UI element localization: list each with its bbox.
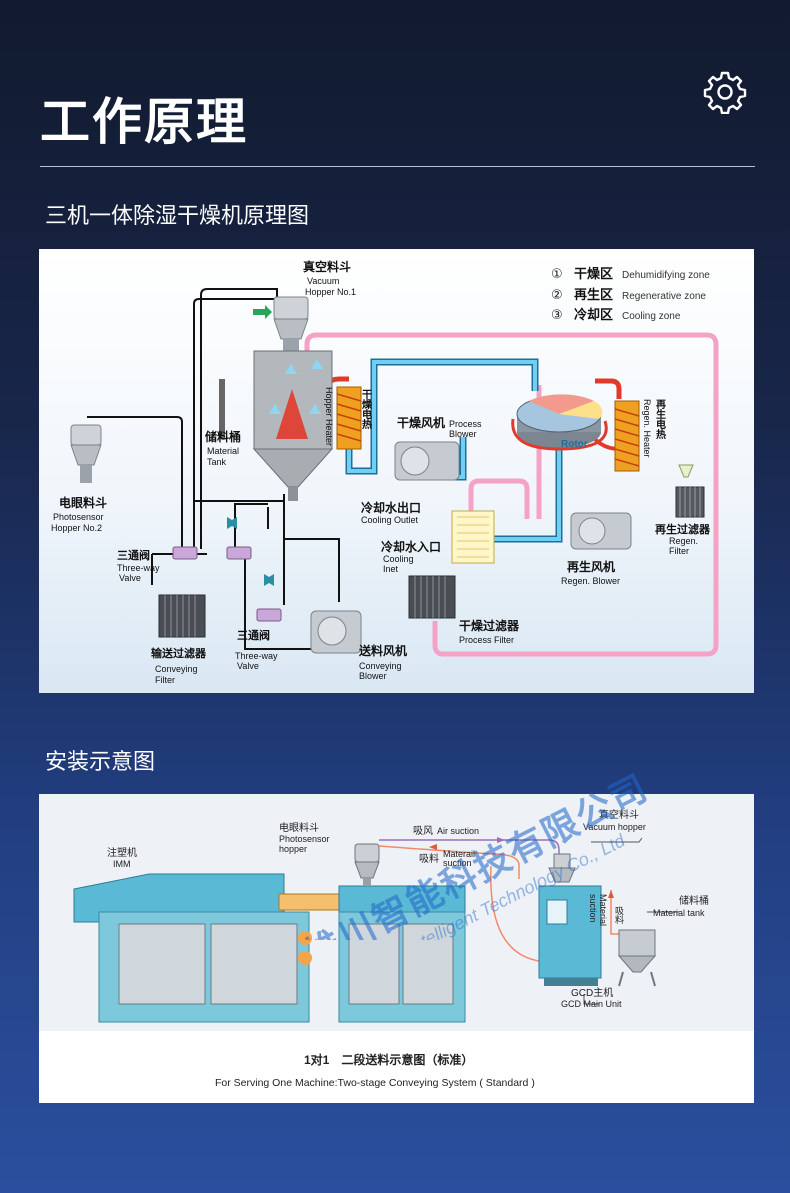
legend-en-3: Cooling zone: [622, 311, 681, 322]
imm-zh: 注塑机: [107, 846, 137, 859]
imm-machine: [73, 873, 466, 1023]
regen-blower: [570, 512, 632, 550]
three-way-valves: [172, 546, 282, 622]
process-filter: [408, 575, 456, 619]
section-title-principle: 三机一体除湿干燥机原理图: [45, 204, 310, 229]
divider: [40, 166, 755, 167]
vacuum-hopper2-zh: 真空料斗: [599, 808, 639, 821]
material-tank2-zh: 储料桶: [679, 894, 709, 907]
hopper-heater-zh: 干燥电热: [360, 389, 372, 430]
vacuum-hopper2-en: Vacuum hopper: [583, 822, 646, 832]
process-blower-en1: Process: [449, 419, 482, 429]
three-way-valve-1-zh: 三通阀: [117, 548, 150, 562]
conveying-filter-en1: Conveying: [155, 664, 198, 674]
cooling-outlet-zh: 冷却水出口: [361, 500, 421, 515]
material-suction-zh: 吸料: [419, 852, 439, 865]
main-unit-zh: GCD主机: [571, 986, 613, 999]
photosensor-hopper: [354, 843, 380, 886]
photosensor-hopper-en2: Hopper No.2: [51, 523, 102, 533]
three-way-valve-2-en2: Valve: [237, 661, 259, 671]
conveying-filter: [158, 594, 206, 638]
hopper-heater: [336, 386, 362, 450]
installation-diagram: 注塑机 IMM 电眼料斗 Photosensor hopper 吸风 Air s…: [39, 794, 754, 1103]
regen-filter: [675, 464, 705, 518]
pink-air-loop: [304, 332, 719, 657]
material-tank: [617, 929, 657, 987]
section-title-installation: 安装示意图: [45, 750, 156, 775]
conveying-blower: [310, 610, 362, 654]
material-suction-en1: Materail: [443, 849, 475, 859]
vacuum-hopper-zh: 真空料斗: [303, 259, 351, 274]
cooler: [451, 510, 495, 564]
conveying-blower-en2: Blower: [359, 671, 387, 681]
vertical-suction-en2: suction: [588, 894, 598, 923]
vertical-suction-zh: 吸料: [614, 906, 624, 925]
imm-en: IMM: [113, 859, 131, 869]
legend-zh-3: 冷却区: [574, 307, 613, 322]
photosensor-en2: hopper: [279, 844, 307, 854]
air-suction-en: Air suction: [437, 826, 479, 836]
legend-zh-2: 再生区: [574, 287, 613, 302]
material-tank-rod: [219, 379, 225, 439]
legend-en-2: Regenerative zone: [622, 291, 706, 302]
process-filter-en: Process Filter: [459, 635, 514, 645]
photosensor-en1: Photosensor: [279, 834, 330, 844]
rotor: [511, 394, 608, 451]
regen-filter-en1: Regen.: [669, 536, 698, 546]
cooling-inlet-en2: Inet: [383, 564, 399, 574]
regen-blower-en: Regen. Blower: [561, 576, 620, 586]
legend-num-1: ①: [551, 266, 563, 281]
air-suction-zh: 吸风: [413, 825, 433, 837]
material-tank-en2: Tank: [207, 457, 227, 467]
legend-num-2: ②: [551, 287, 563, 302]
legend: ① 干燥区 Dehumidifying zone ② 再生区 Regenerat…: [551, 266, 710, 322]
process-blower-zh: 干燥风机: [397, 415, 445, 430]
material-suction-en2: suction: [443, 858, 472, 868]
vertical-suction-en1: Material: [598, 894, 608, 926]
hopper-heater-en: Hopper Heater: [324, 387, 334, 446]
process-blower-en2: Blower: [449, 429, 477, 439]
material-tank-en1: Material: [207, 446, 239, 456]
conveying-filter-zh: 输送过滤器: [151, 646, 207, 660]
regen-filter-en2: Filter: [669, 546, 689, 556]
conveying-filter-en2: Filter: [155, 675, 175, 685]
regen-filter-zh: 再生过滤器: [655, 522, 711, 536]
vacuum-hopper-en2: Hopper No.1: [305, 287, 356, 297]
page-title: 工作原理: [40, 93, 248, 151]
three-way-valve-2-en1: Three-way: [235, 651, 278, 661]
photosensor-zh: 电眼料斗: [279, 821, 319, 834]
three-way-valve-2-zh: 三通阀: [237, 628, 270, 642]
principle-diagram: ① 干燥区 Dehumidifying zone ② 再生区 Regenerat…: [39, 249, 754, 693]
legend-zh-1: 干燥区: [574, 266, 613, 281]
caption-zh: 1对1 二段送料示意图（标准）: [304, 1052, 473, 1067]
rotor-label: Rotor: [561, 439, 588, 450]
vacuum-hopper-en1: Vacuum: [307, 276, 339, 286]
material-tank2-en: Material tank: [653, 908, 705, 918]
cooling-outlet-en: Cooling Outlet: [361, 515, 419, 525]
gcd-main-unit: [538, 853, 602, 986]
material-tank-zh: 储料桶: [205, 429, 241, 444]
three-way-valve-1-en2: Valve: [119, 573, 141, 583]
caption-en: For Serving One Machine:Two-stage Convey…: [215, 1077, 535, 1089]
main-unit-en: GCD Main Unit: [561, 999, 622, 1009]
regen-blower-zh: 再生风机: [567, 559, 615, 574]
legend-en-1: Dehumidifying zone: [622, 270, 710, 281]
conveying-blower-zh: 送料风机: [358, 643, 407, 658]
regen-heater-en: Regen. Heater: [642, 399, 652, 458]
gear-icon[interactable]: [703, 70, 747, 114]
regen-heater: [614, 400, 640, 472]
conveying-blower-en1: Conveying: [359, 661, 402, 671]
vacuum-hopper-1: [253, 296, 309, 351]
legend-num-3: ③: [551, 307, 563, 322]
photosensor-hopper-zh: 电眼料斗: [59, 495, 107, 510]
three-way-valve-1-en1: Three-way: [117, 563, 160, 573]
drying-hopper: [252, 350, 334, 501]
cooling-inlet-zh: 冷却水入口: [381, 539, 441, 554]
process-filter-zh: 干燥过滤器: [459, 618, 520, 633]
process-blower: [394, 441, 460, 481]
photosensor-hopper-en1: Photosensor: [53, 512, 104, 522]
regen-heater-zh: 再生电热: [654, 399, 666, 440]
cooling-inlet-en1: Cooling: [383, 554, 414, 564]
photosensor-hopper-2: [70, 424, 102, 483]
